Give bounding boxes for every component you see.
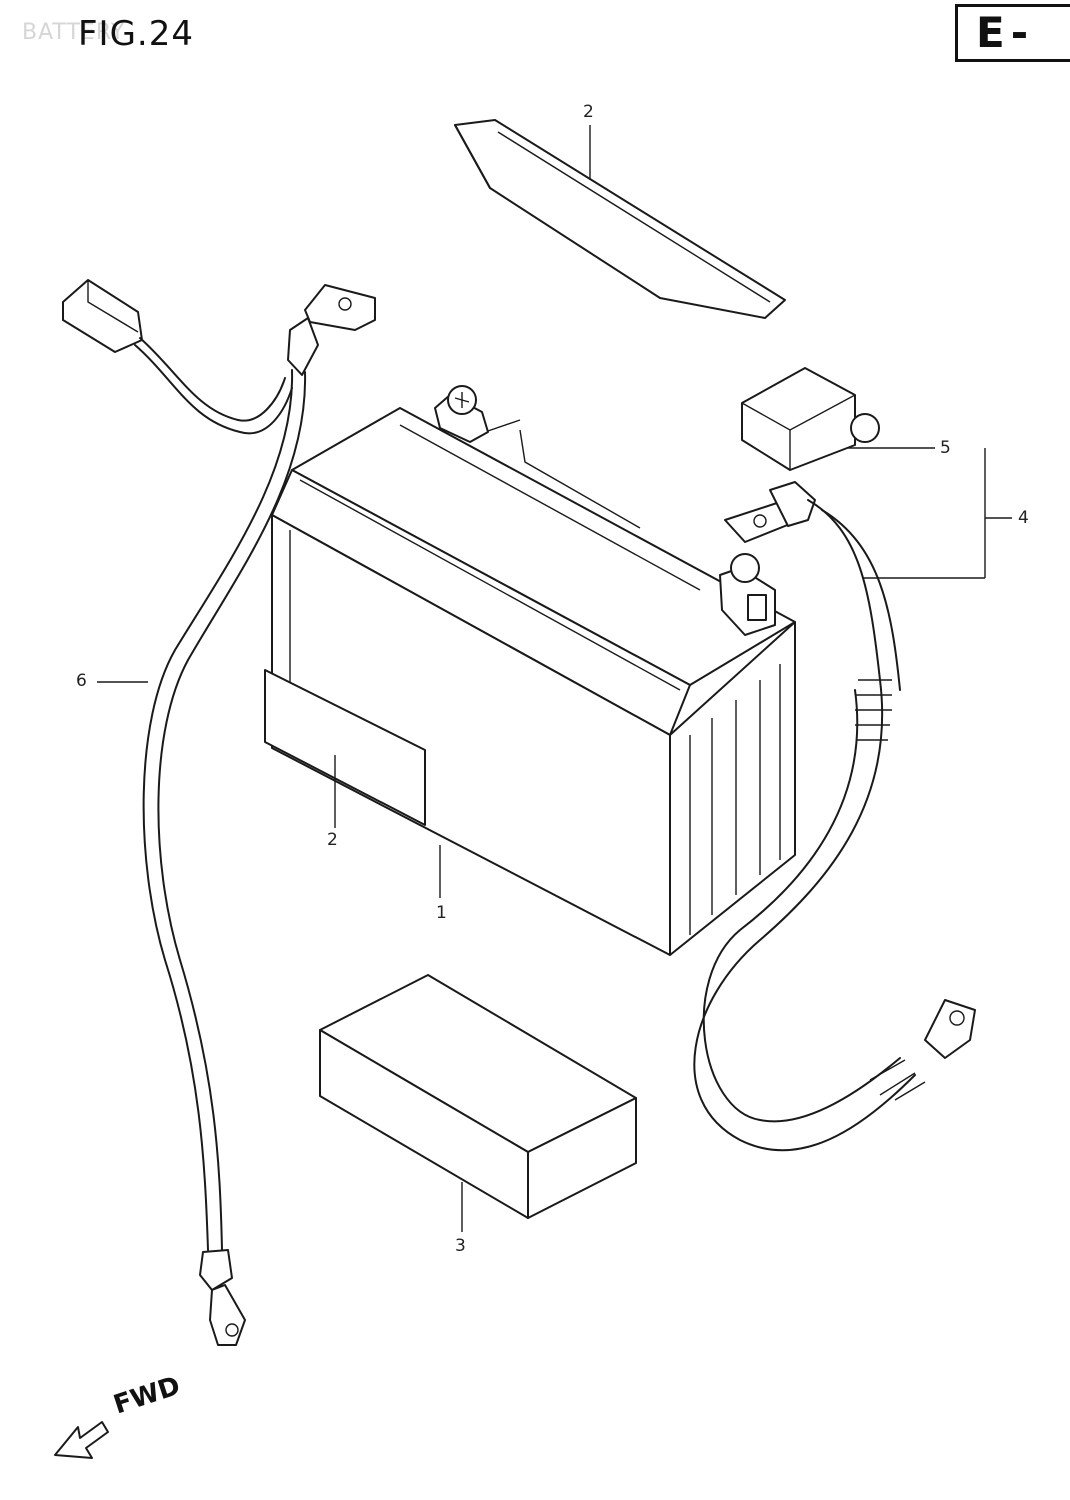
callout-pad-top: 2: [583, 102, 594, 122]
callout-cable-assy: 4: [1018, 508, 1029, 528]
section-label: E-: [955, 4, 1070, 62]
callout-lead-wire: 6: [76, 671, 87, 691]
negative-terminal: [434, 385, 489, 443]
callout-terminal-cover: 5: [940, 438, 951, 458]
callout-pad-side: 2: [327, 830, 338, 850]
side-pad-strip: [264, 669, 426, 826]
figure-label: FIG.24: [78, 14, 195, 54]
terminal-cover-cap: [741, 367, 880, 471]
faded-header-text: BATTERY: [22, 20, 126, 45]
top-pad-strip: [454, 119, 786, 319]
positive-cable-assy: [693, 481, 976, 1152]
bottom-cushion-block: [319, 974, 637, 1219]
forward-arrow-icon: [54, 1421, 109, 1459]
leader-cable-bracket: [848, 447, 1012, 579]
callout-cushion: 3: [455, 1236, 466, 1256]
negative-lead-wire: [62, 279, 376, 1346]
callout-battery: 1: [436, 903, 447, 923]
positive-terminal: [719, 553, 776, 636]
battery-body: [271, 407, 796, 956]
